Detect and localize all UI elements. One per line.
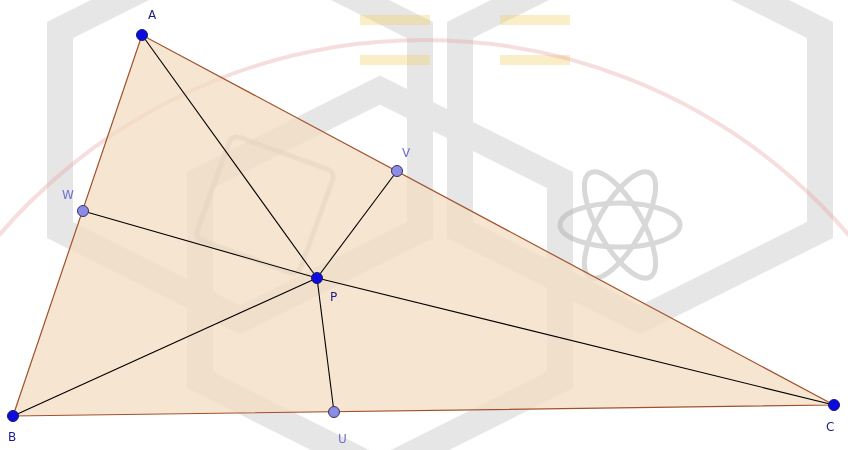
point-label: C: [826, 420, 834, 434]
point-label: B: [8, 430, 16, 444]
point-label: W: [62, 188, 74, 202]
point-label: U: [338, 432, 347, 446]
point-label: V: [402, 146, 410, 160]
point-label: P: [330, 290, 337, 304]
point-label: A: [148, 8, 156, 22]
